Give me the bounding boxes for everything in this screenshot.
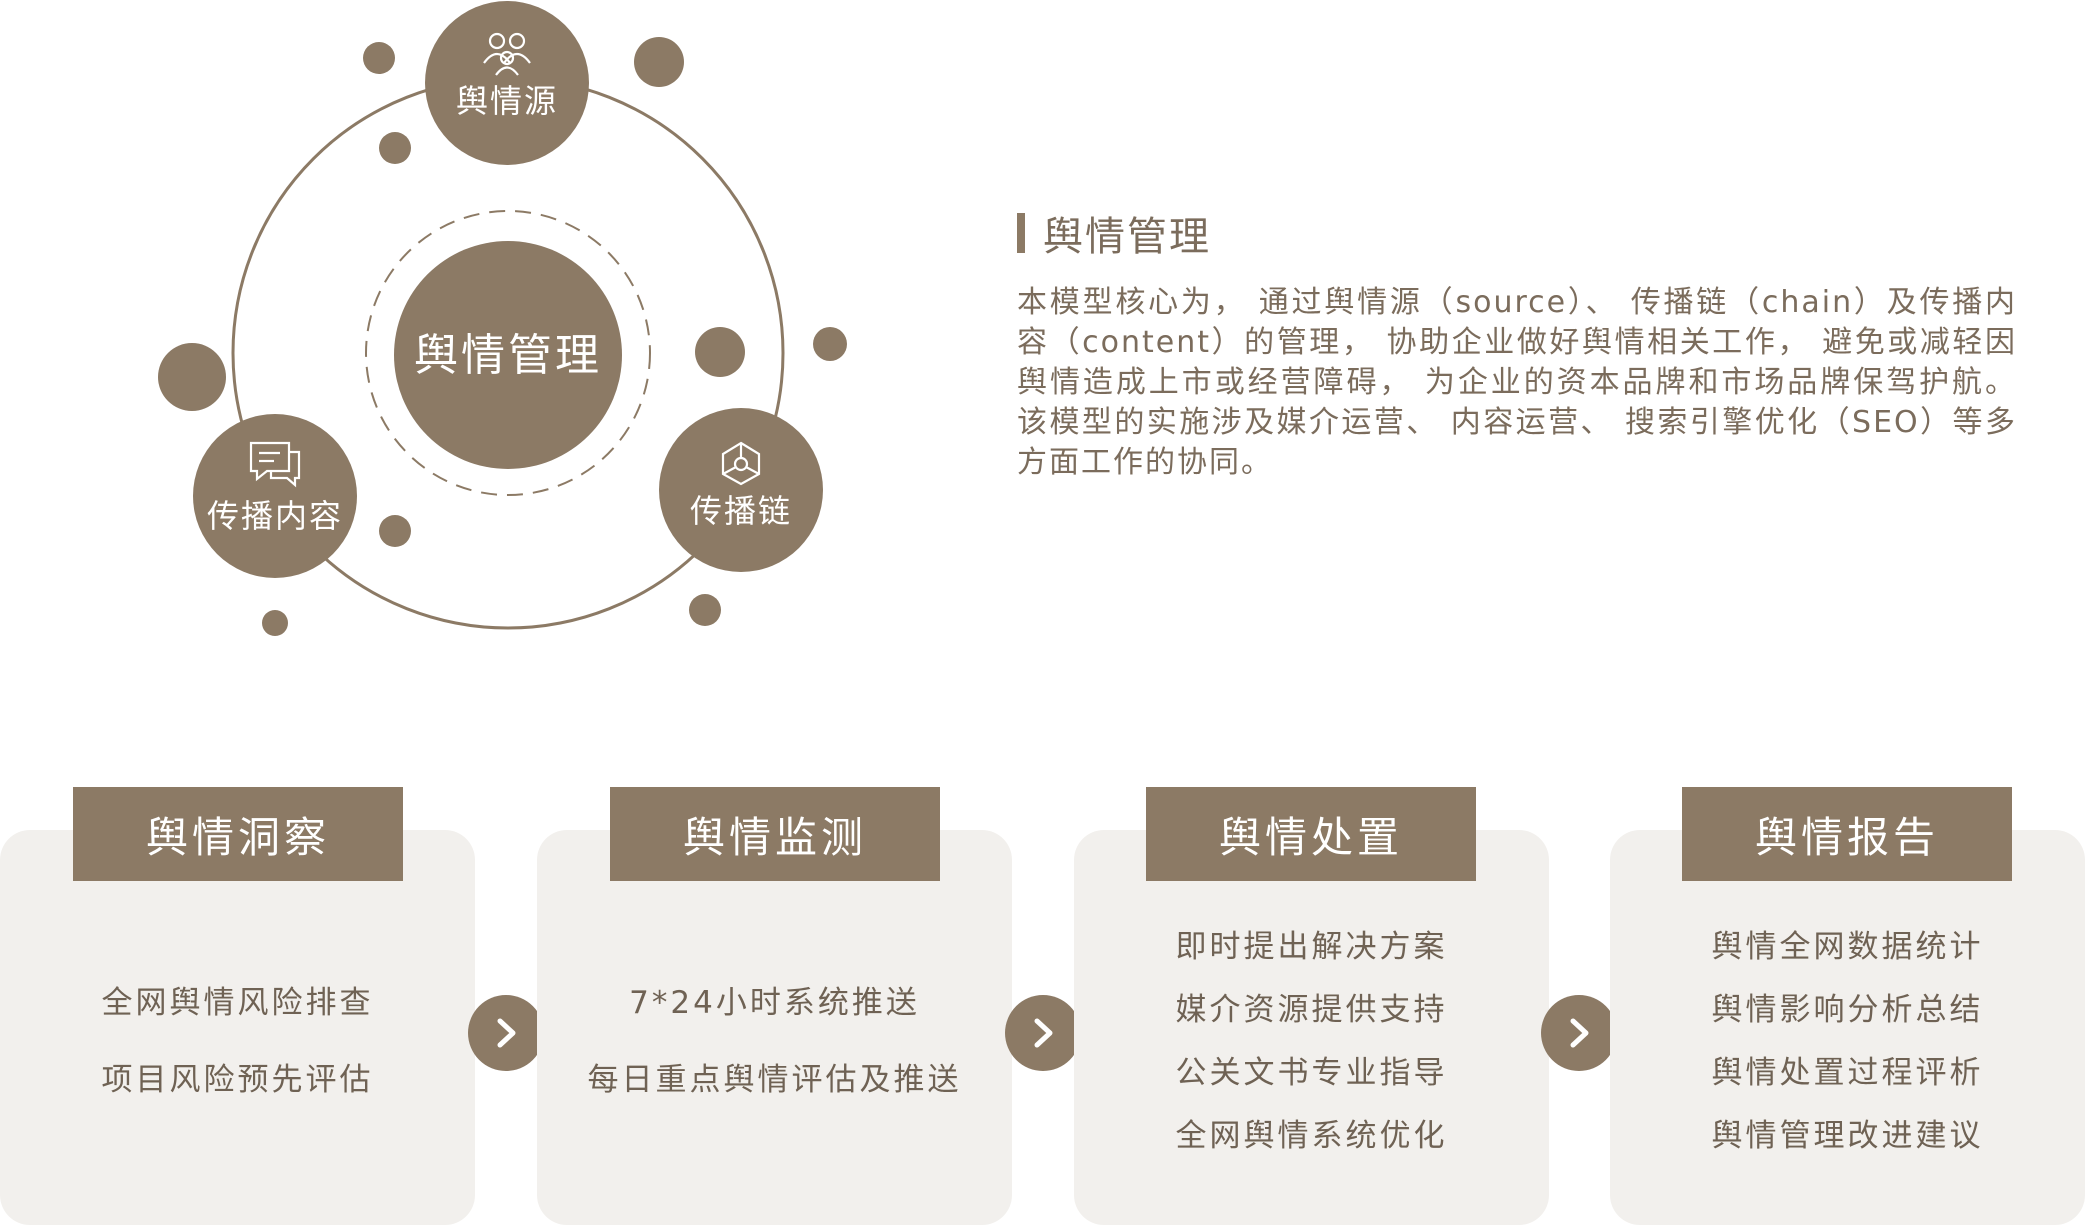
cycle-diagram: 舆情管理 舆情源 传播链 传播内容 [158, 1, 847, 636]
step-title-insight: 舆情洞察 [73, 787, 403, 881]
node-chain-label: 传播链 [690, 492, 792, 530]
chat-icon [249, 441, 301, 488]
node-source [425, 1, 589, 165]
intro-paragraph: 本模型核心为， 通过舆情源（source）、 传播链（chain）及传播内容（c… [1017, 285, 2017, 480]
step-title-monitor: 舆情监测 [610, 787, 940, 881]
decor-dot [634, 37, 684, 87]
decor-dot [262, 610, 288, 636]
intro-section: 舆情管理 本模型核心为， 通过舆情源（source）、 传播链（chain）及传… [1017, 205, 2017, 483]
decor-dot [695, 327, 745, 377]
step-item: 媒介资源提供支持 [1175, 991, 1448, 1028]
node-chain [659, 408, 823, 572]
step-card-insight: 全网舆情风险排查 项目风险预先评估 [0, 830, 475, 1225]
decor-dot [689, 594, 721, 626]
center-label: 舆情管理 [414, 330, 602, 381]
step-item: 项目风险预先评估 [101, 1061, 374, 1098]
step-item: 7*24小时系统推送 [629, 984, 920, 1021]
step-item: 舆情全网数据统计 [1711, 928, 1984, 965]
decor-dot [813, 327, 847, 361]
decor-dot [158, 343, 226, 411]
step-title-handling: 舆情处置 [1146, 787, 1476, 881]
intro-heading: 舆情管理 [1017, 205, 2017, 261]
step-card-monitor: 7*24小时系统推送 每日重点舆情评估及推送 [537, 830, 1012, 1225]
center-node [394, 241, 622, 469]
decor-dot [379, 515, 411, 547]
step-title-report: 舆情报告 [1682, 787, 2012, 881]
people-icon [483, 32, 531, 76]
step-item: 舆情影响分析总结 [1711, 991, 1984, 1028]
step-item: 舆情处置过程评析 [1711, 1054, 1984, 1091]
step-card-report: 舆情全网数据统计 舆情影响分析总结 舆情处置过程评析 舆情管理改进建议 [1610, 830, 2085, 1225]
step-items: 舆情全网数据统计 舆情影响分析总结 舆情处置过程评析 舆情管理改进建议 [1610, 830, 2085, 1225]
title-accent-bar [1017, 213, 1025, 253]
step-item: 每日重点舆情评估及推送 [587, 1061, 962, 1098]
step-item: 全网舆情风险排查 [101, 984, 374, 1021]
node-content [193, 414, 357, 578]
chevron-right-icon [468, 995, 544, 1071]
dashed-ring [365, 210, 651, 496]
node-source-label: 舆情源 [456, 82, 558, 120]
step-item: 舆情管理改进建议 [1711, 1117, 1984, 1154]
step-item: 即时提出解决方案 [1175, 928, 1448, 965]
chevron-right-icon [1541, 995, 1617, 1071]
step-item: 公关文书专业指导 [1175, 1054, 1448, 1091]
step-items: 即时提出解决方案 媒介资源提供支持 公关文书专业指导 全网舆情系统优化 [1074, 830, 1549, 1225]
step-items: 7*24小时系统推送 每日重点舆情评估及推送 [537, 830, 1012, 1225]
chevron-right-icon [1005, 995, 1081, 1071]
step-item: 全网舆情系统优化 [1175, 1117, 1448, 1154]
network-icon [721, 441, 761, 486]
step-items: 全网舆情风险排查 项目风险预先评估 [0, 830, 475, 1225]
node-content-label: 传播内容 [207, 497, 343, 535]
step-card-handling: 即时提出解决方案 媒介资源提供支持 公关文书专业指导 全网舆情系统优化 [1074, 830, 1549, 1225]
decor-dot [379, 132, 411, 164]
decor-dot [363, 42, 395, 74]
intro-title: 舆情管理 [1043, 214, 1211, 260]
